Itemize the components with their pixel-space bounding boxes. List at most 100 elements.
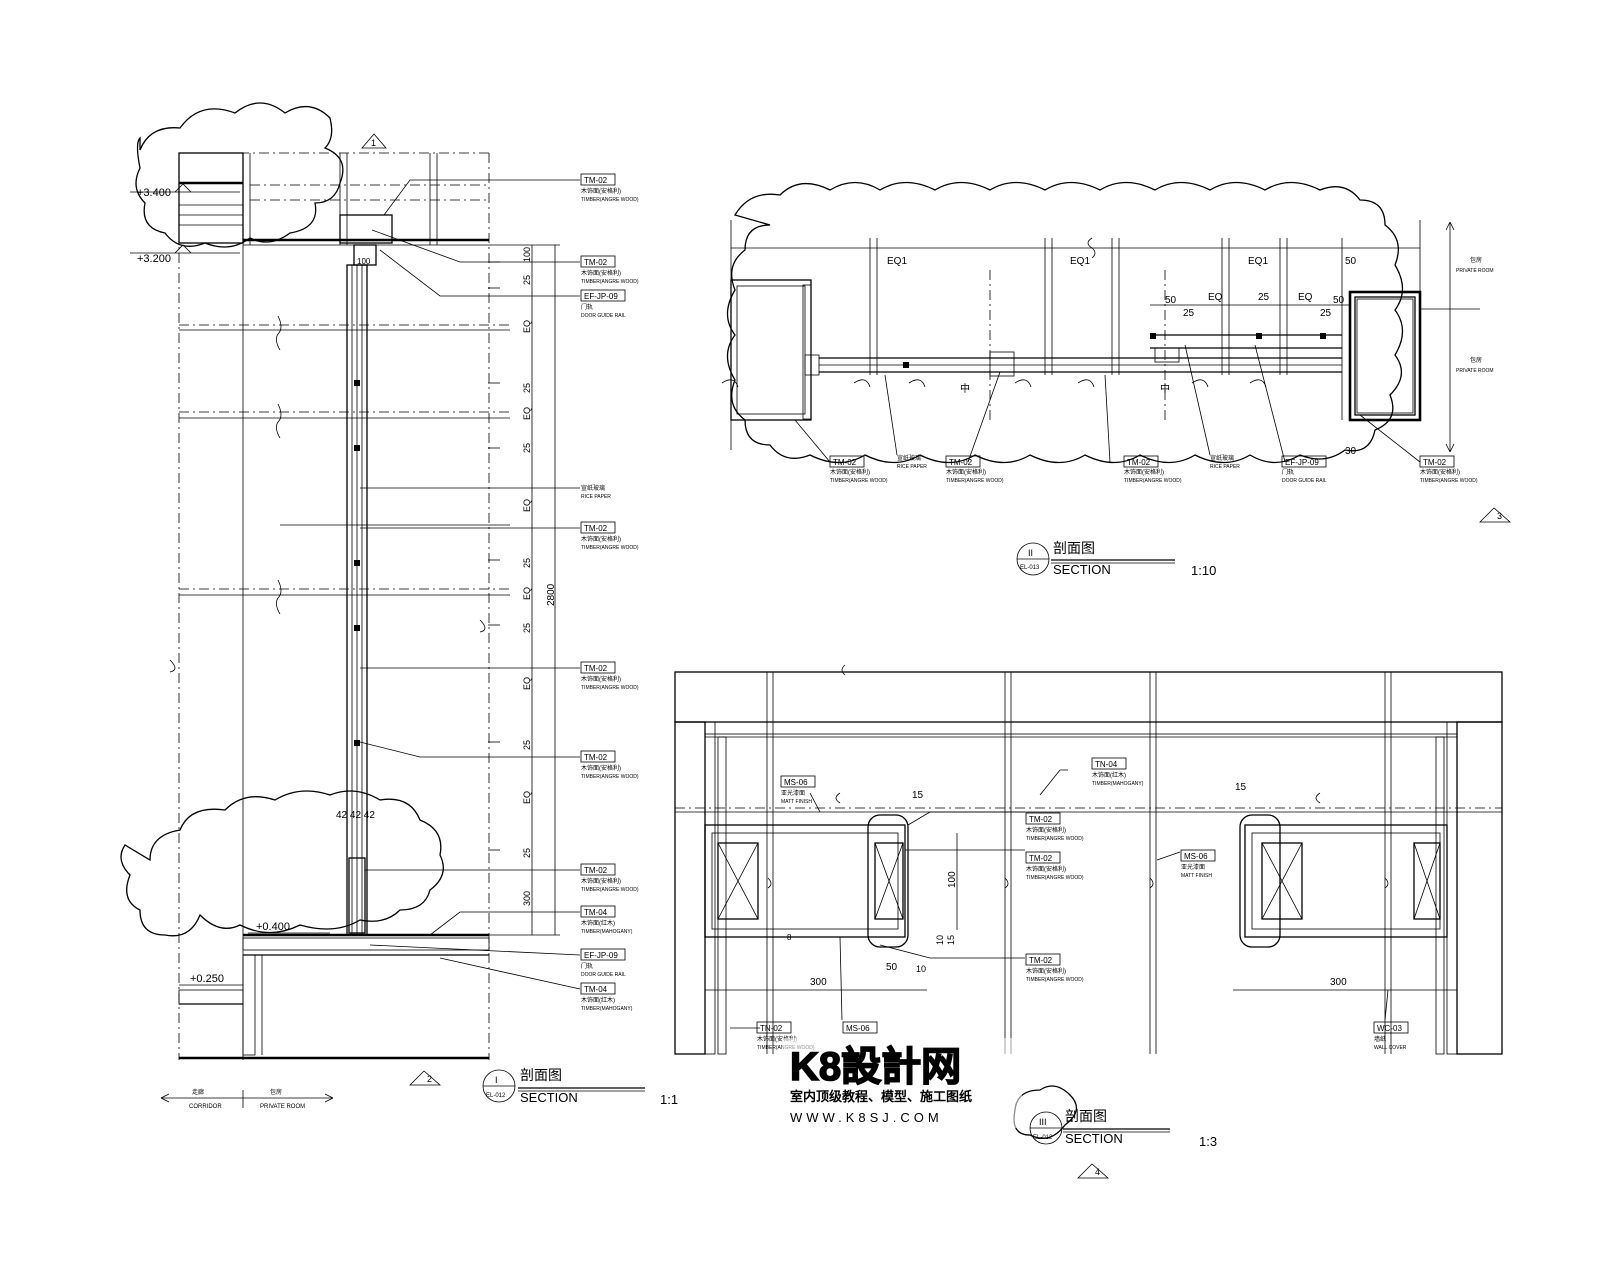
svg-text:MS-06: MS-06 bbox=[846, 1024, 870, 1033]
watermark: K8設計网 室内顶级教程、模型、施工图纸 WWW.K8SJ.COM bbox=[782, 1038, 1022, 1128]
section-3-tag-5: MS-06 亚光漆面 MATT FINISH bbox=[1180, 849, 1216, 879]
svg-text:EQ: EQ bbox=[522, 791, 532, 804]
svg-text:SECTION: SECTION bbox=[1053, 562, 1111, 577]
svg-text:剖面图: 剖面图 bbox=[520, 1067, 562, 1083]
watermark-url: WWW.K8SJ.COM bbox=[790, 1110, 943, 1125]
svg-text:25: 25 bbox=[522, 848, 532, 858]
svg-text:亚光漆面: 亚光漆面 bbox=[781, 789, 805, 797]
section-3-tag-9: WC-03 墙纸 WALL COVER bbox=[1373, 1021, 1409, 1051]
svg-text:TM-02: TM-02 bbox=[584, 524, 608, 533]
svg-text:TM-04: TM-04 bbox=[584, 985, 608, 994]
svg-text:TM-02: TM-02 bbox=[833, 458, 857, 467]
svg-text:TIMBER(MAHOGANY): TIMBER(MAHOGANY) bbox=[581, 929, 633, 935]
svg-text:100: 100 bbox=[947, 871, 958, 888]
svg-text:1:10: 1:10 bbox=[1191, 563, 1216, 578]
section-2-tag-2: 宣纸玻璃 RICE PAPER bbox=[897, 454, 927, 470]
svg-text:25: 25 bbox=[1320, 308, 1332, 319]
section-3-tag-4: TM-02 木饰面(安格利) TIMBER(ANGRE WOOD) bbox=[1025, 851, 1084, 881]
section-3-tag-6: TM-02 木饰面(安格利) TIMBER(ANGRE WOOD) bbox=[1025, 953, 1084, 983]
svg-text:EQ: EQ bbox=[522, 407, 532, 420]
svg-text:MS-06: MS-06 bbox=[1184, 852, 1208, 861]
svg-text:4: 4 bbox=[1095, 1167, 1100, 1177]
svg-text:PRIVATE ROOM: PRIVATE ROOM bbox=[260, 1104, 305, 1110]
section-2-tag-6: EF-JP-09 门轨 DOOR GUIDE RAIL bbox=[1281, 455, 1327, 484]
svg-text:III: III bbox=[1039, 1117, 1047, 1127]
svg-text:剖面图: 剖面图 bbox=[1053, 540, 1095, 556]
svg-text:EQ: EQ bbox=[1298, 292, 1313, 303]
svg-text:EF-JP-09: EF-JP-09 bbox=[584, 951, 618, 960]
svg-text:MATT FINISH: MATT FINISH bbox=[781, 799, 812, 805]
svg-text:TIMBER(MAHOGANY): TIMBER(MAHOGANY) bbox=[581, 1006, 633, 1012]
svg-text:木饰面(红木): 木饰面(红木) bbox=[581, 919, 615, 927]
svg-text:TIMBER(ANGRE WOOD): TIMBER(ANGRE WOOD) bbox=[1026, 836, 1084, 842]
svg-text:TM-04: TM-04 bbox=[584, 908, 608, 917]
svg-text:木饰面(安格利): 木饰面(安格利) bbox=[1026, 865, 1066, 873]
svg-text:25: 25 bbox=[1258, 292, 1270, 303]
svg-text:II: II bbox=[1028, 548, 1033, 558]
svg-text:+0.400: +0.400 bbox=[256, 921, 290, 933]
svg-text:8: 8 bbox=[787, 933, 792, 942]
svg-text:木饰面(安格利): 木饰面(安格利) bbox=[581, 535, 621, 543]
svg-text:DOOR GUIDE RAIL: DOOR GUIDE RAIL bbox=[581, 972, 626, 978]
svg-text:EQ1: EQ1 bbox=[1070, 256, 1090, 267]
svg-text:木饰面(安格利): 木饰面(安格利) bbox=[581, 187, 621, 195]
svg-text:1: 1 bbox=[371, 138, 376, 148]
level-marker-0250: +0.250 bbox=[179, 973, 243, 986]
svg-text:EQ1: EQ1 bbox=[887, 256, 907, 267]
svg-text:包房: 包房 bbox=[1470, 356, 1482, 364]
svg-text:RICE PAPER: RICE PAPER bbox=[1210, 464, 1240, 470]
svg-text:300: 300 bbox=[810, 977, 827, 988]
svg-text:走廊: 走廊 bbox=[192, 1088, 204, 1096]
svg-text:TIMBER(ANGRE WOOD): TIMBER(ANGRE WOOD) bbox=[581, 279, 639, 285]
svg-text:TIMBER(ANGRE WOOD): TIMBER(ANGRE WOOD) bbox=[581, 685, 639, 691]
svg-text:TN-02: TN-02 bbox=[760, 1024, 783, 1033]
svg-text:EQ: EQ bbox=[522, 499, 532, 512]
watermark-brand: K8設計网 bbox=[790, 1045, 961, 1089]
svg-text:宣纸玻璃: 宣纸玻璃 bbox=[581, 484, 605, 492]
svg-text:包房: 包房 bbox=[1470, 256, 1482, 264]
svg-text:TM-02: TM-02 bbox=[584, 176, 608, 185]
section-1-drawing: +3.400 +3.200 1 bbox=[120, 102, 678, 1110]
section-2-tag-5: 宣纸玻璃 RICE PAPER bbox=[1210, 454, 1240, 470]
svg-text:DOOR GUIDE RAIL: DOOR GUIDE RAIL bbox=[1282, 478, 1327, 484]
section-3-tag-8: MS-06 bbox=[842, 1021, 878, 1034]
section-2-title: II EL-013 剖面图 SECTION 1:10 bbox=[1016, 540, 1216, 578]
svg-text:25: 25 bbox=[522, 443, 532, 453]
revision-cloud-small bbox=[1013, 1085, 1077, 1139]
svg-text:TIMBER(ANGRE WOOD): TIMBER(ANGRE WOOD) bbox=[581, 887, 639, 893]
svg-text:MS-06: MS-06 bbox=[784, 778, 808, 787]
svg-text:EL-012: EL-012 bbox=[486, 1093, 506, 1099]
svg-text:宣纸玻璃: 宣纸玻璃 bbox=[897, 454, 921, 462]
svg-text:RICE PAPER: RICE PAPER bbox=[581, 494, 611, 500]
svg-text:剖面图: 剖面图 bbox=[1065, 1108, 1107, 1124]
section-1-tag-2: TM-02 木饰面(安格利) TIMBER(ANGRE WOOD) bbox=[580, 255, 639, 285]
callout-marker-2: 2 bbox=[409, 1070, 442, 1086]
section-3-drawing: 15 15 100 10 15 50 10 8 300 300 MS-06 亚光… bbox=[674, 664, 1503, 1179]
svg-text:10: 10 bbox=[916, 964, 926, 974]
svg-text:PRIVATE ROOM: PRIVATE ROOM bbox=[1456, 268, 1494, 274]
svg-text:TM-02: TM-02 bbox=[949, 458, 973, 467]
svg-text:木饰面(安格利): 木饰面(安格利) bbox=[1026, 826, 1066, 834]
svg-text:EQ: EQ bbox=[522, 587, 532, 600]
svg-text:TIMBER(ANGRE WOOD): TIMBER(ANGRE WOOD) bbox=[946, 478, 1004, 484]
svg-text:TIMBER(MAHOGANY): TIMBER(MAHOGANY) bbox=[1092, 781, 1144, 787]
section-2-tag-7: TM-02 木饰面(安格利) TIMBER(ANGRE WOOD) bbox=[1419, 455, 1478, 484]
svg-text:TM-02: TM-02 bbox=[1127, 458, 1151, 467]
svg-text:300: 300 bbox=[522, 891, 532, 906]
svg-text:1:3: 1:3 bbox=[1199, 1134, 1217, 1149]
watermark-slogan: 室内顶级教程、模型、施工图纸 bbox=[790, 1089, 972, 1104]
svg-text:亚光漆面: 亚光漆面 bbox=[1181, 863, 1205, 871]
svg-text:SECTION: SECTION bbox=[1065, 1131, 1123, 1146]
svg-text:木饰面(安格利): 木饰面(安格利) bbox=[1124, 468, 1164, 476]
svg-text:WC-03: WC-03 bbox=[1377, 1024, 1402, 1033]
svg-text:EQ1: EQ1 bbox=[1248, 256, 1268, 267]
revision-cloud-section-2 bbox=[726, 181, 1404, 464]
svg-text:TM-02: TM-02 bbox=[584, 258, 608, 267]
section-1-tag-7: TM-02 木饰面(安格利) TIMBER(ANGRE WOOD) bbox=[580, 750, 639, 780]
svg-text:EL-013: EL-013 bbox=[1020, 565, 1040, 571]
svg-text:25: 25 bbox=[522, 623, 532, 633]
svg-text:50: 50 bbox=[1333, 295, 1345, 306]
revision-cloud-top bbox=[135, 102, 344, 248]
section-1-tag-11: TM-04 木饰面(红木) TIMBER(MAHOGANY) bbox=[580, 982, 633, 1012]
